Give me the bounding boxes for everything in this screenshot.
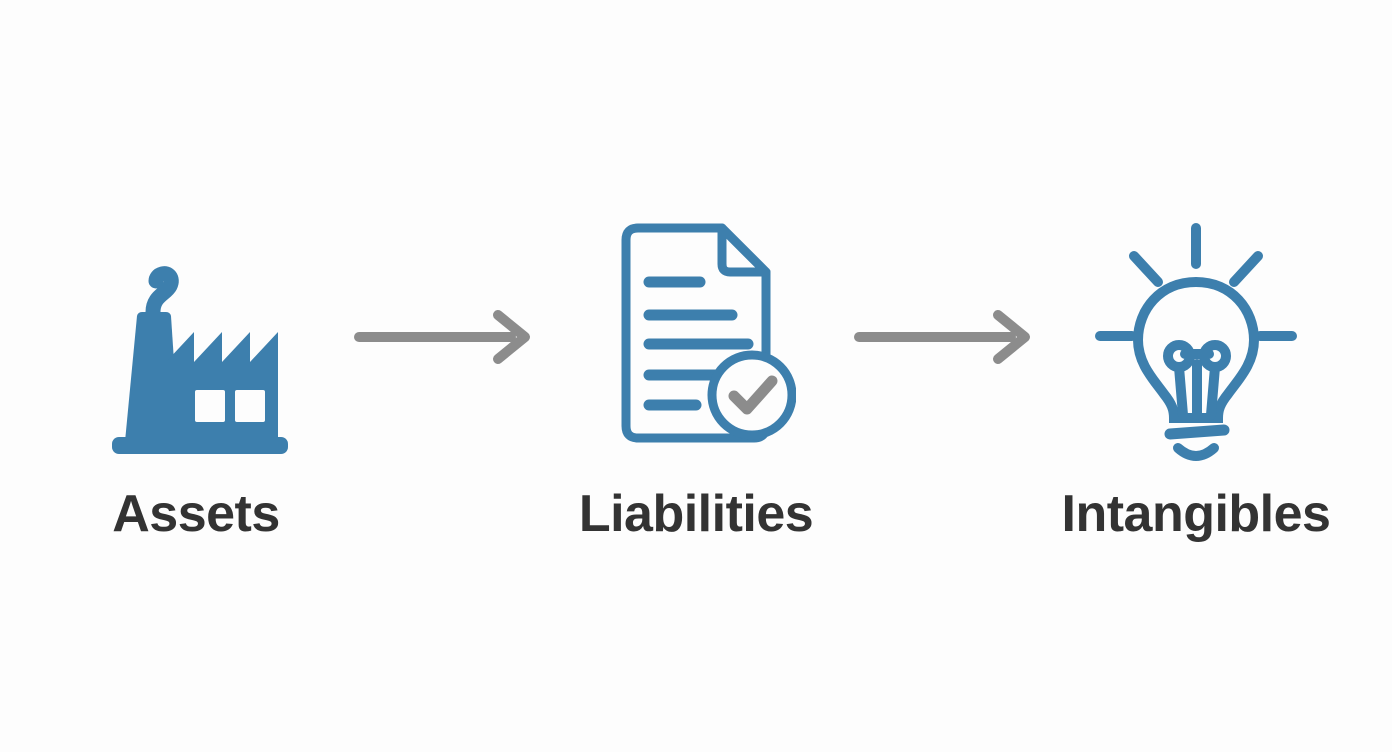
arrow-right-icon [354, 310, 530, 364]
lightbulb-icon [1095, 223, 1297, 461]
liabilities-icon-container [596, 212, 796, 462]
flow-step-label-liabilities: Liabilities [578, 485, 814, 543]
flow-step-liabilities[interactable]: Liabilities [546, 212, 846, 540]
arrow-assets-to-liabilities [346, 212, 546, 462]
flow-step-label-assets: Assets [112, 485, 280, 543]
document-check-icon [621, 223, 796, 443]
flow-step-intangibles[interactable]: Intangibles [1046, 212, 1346, 540]
flow-step-assets[interactable]: Assets [46, 212, 346, 540]
factory-icon [112, 266, 288, 454]
assets-icon-container [96, 212, 296, 462]
arrow-liabilities-to-intangibles [846, 212, 1046, 462]
flow-step-label-intangibles: Intangibles [1061, 485, 1331, 543]
arrow-right-icon [854, 310, 1030, 364]
intangibles-icon-container [1086, 212, 1306, 462]
